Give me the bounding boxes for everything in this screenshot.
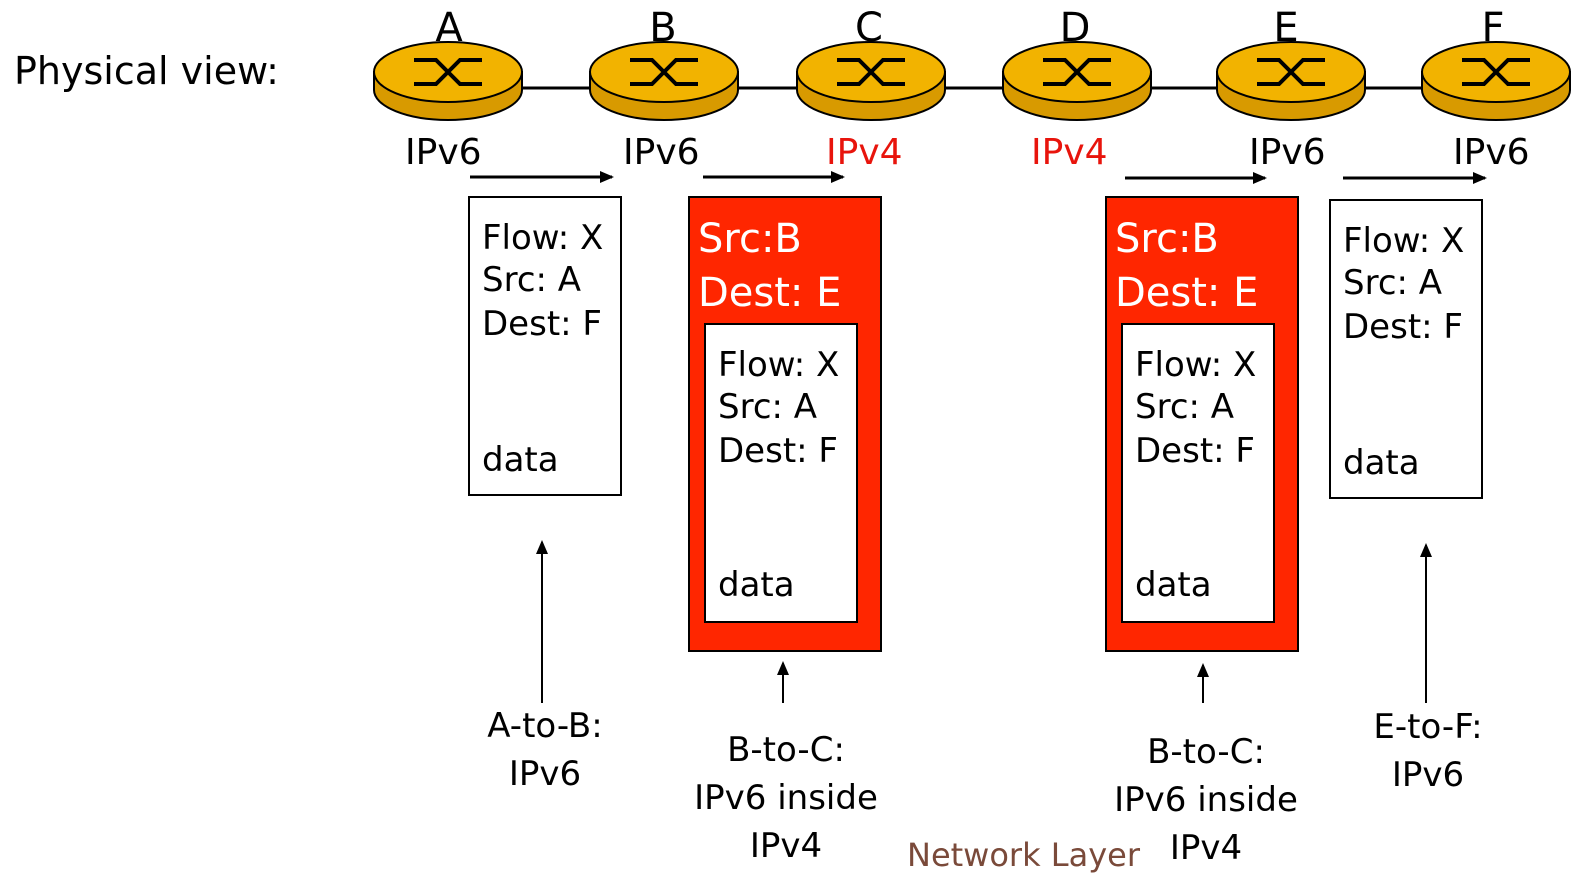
- packet-flow: Flow: X: [718, 345, 840, 385]
- outer-dest: Dest: E: [1115, 270, 1259, 316]
- caption-line: IPv6 inside: [694, 778, 878, 818]
- packet-data: data: [1343, 443, 1420, 483]
- physical-view-label: Physical view:: [14, 49, 279, 93]
- caption-line: IPv6: [508, 754, 582, 794]
- ipv4-tunnel-packet-b-c: Src:B Dest: E Flow: X Src: A Dest: F dat…: [688, 196, 882, 652]
- packet-flow: Flow: X: [482, 218, 604, 258]
- ipv6-packet-a-b: Flow: X Src: A Dest: F data: [468, 196, 622, 496]
- protocol-label-d: IPv4: [1031, 132, 1108, 173]
- ipv6-packet-e-f: Flow: X Src: A Dest: F data: [1329, 199, 1483, 499]
- protocol-label-c: IPv4: [826, 132, 903, 173]
- packet-flow: Flow: X: [1135, 345, 1257, 385]
- protocol-label-e: IPv6: [1249, 132, 1326, 173]
- node-letter-e: E: [1273, 5, 1299, 51]
- node-letter-f: F: [1481, 5, 1505, 51]
- caption-line: B-to-C:: [1147, 732, 1265, 772]
- caption-line: IPv4: [749, 826, 823, 866]
- packet-dest: Dest: F: [718, 431, 838, 471]
- caption-line: B-to-C:: [727, 730, 845, 770]
- direction-arrows: [470, 171, 1487, 184]
- node-letter-d: D: [1059, 5, 1091, 51]
- packet-src: Src: A: [1135, 387, 1235, 427]
- pointer-arrows: [536, 540, 1432, 703]
- footer-label: Network Layer: [907, 836, 1140, 874]
- protocol-label-a: IPv6: [405, 132, 482, 173]
- node-letter-c: C: [855, 5, 883, 51]
- packet-data: data: [1135, 565, 1212, 605]
- router-icon: [589, 41, 739, 121]
- outer-src: Src:B: [698, 216, 802, 262]
- caption-line: A-to-B:: [487, 706, 603, 746]
- packet-dest: Dest: F: [1343, 307, 1463, 347]
- packet-flow: Flow: X: [1343, 221, 1465, 261]
- protocol-label-f: IPv6: [1453, 132, 1530, 173]
- caption-line: E-to-F:: [1373, 707, 1483, 747]
- router-icon: [1216, 41, 1366, 121]
- caption-b-to-c-1: B-to-C: IPv6 inside IPv4: [668, 726, 904, 870]
- protocol-label-b: IPv6: [623, 132, 700, 173]
- ipv4-tunnel-packet-d-e: Src:B Dest: E Flow: X Src: A Dest: F dat…: [1105, 196, 1299, 652]
- packet-src: Src: A: [482, 260, 582, 300]
- outer-src: Src:B: [1115, 216, 1219, 262]
- outer-dest: Dest: E: [698, 270, 842, 316]
- caption-line: IPv6 inside: [1114, 780, 1298, 820]
- router-icon: [1002, 41, 1152, 121]
- packet-dest: Dest: F: [1135, 431, 1255, 471]
- packet-data: data: [718, 565, 795, 605]
- packet-data: data: [482, 440, 559, 480]
- caption-line: IPv4: [1169, 828, 1243, 868]
- caption-b-to-c-2: B-to-C: IPv6 inside IPv4: [1088, 728, 1324, 872]
- node-letter-b: B: [649, 5, 677, 51]
- inner-ipv6-packet: Flow: X Src: A Dest: F data: [704, 323, 858, 623]
- packet-dest: Dest: F: [482, 304, 602, 344]
- packet-src: Src: A: [718, 387, 818, 427]
- router-icon: [1421, 41, 1571, 121]
- packet-src: Src: A: [1343, 263, 1443, 303]
- node-letter-a: A: [435, 5, 463, 51]
- router-icon: [373, 41, 523, 121]
- caption-line: IPv6: [1391, 755, 1465, 795]
- caption-a-to-b: A-to-B: IPv6: [445, 702, 645, 798]
- caption-e-to-f: E-to-F: IPv6: [1328, 703, 1528, 799]
- inner-ipv6-packet: Flow: X Src: A Dest: F data: [1121, 323, 1275, 623]
- router-icon: [796, 41, 946, 121]
